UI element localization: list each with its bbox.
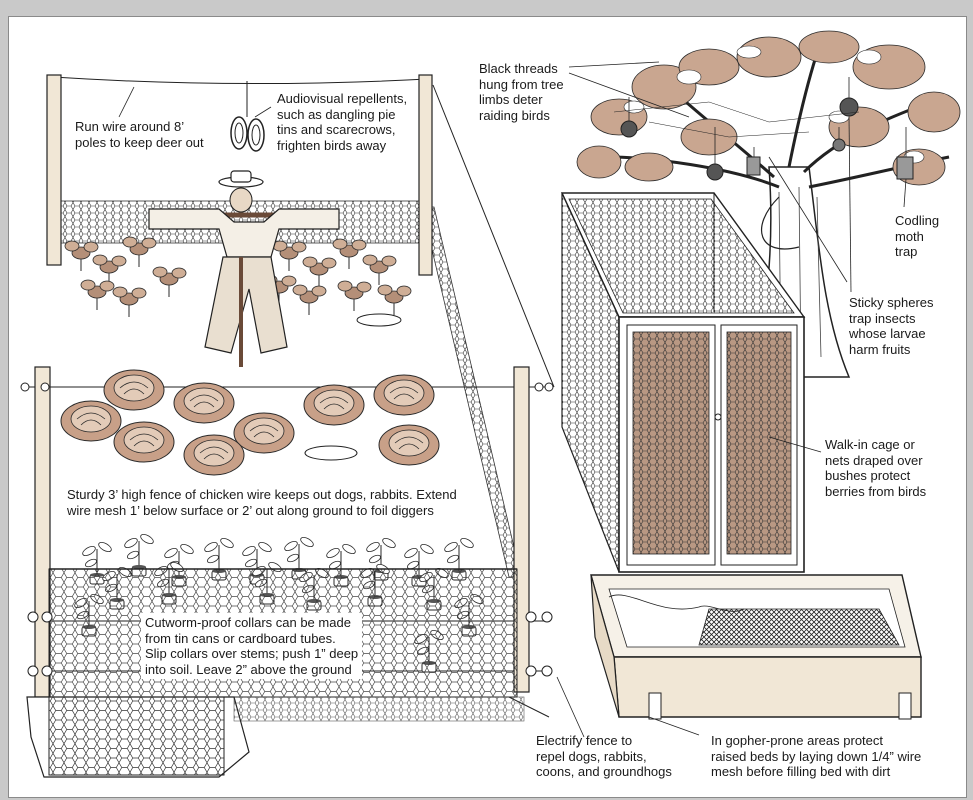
- buried-mesh: [48, 696, 225, 776]
- raised-bed: [590, 574, 922, 720]
- label-audiovisual-repellents: Audiovisual repellents, such as dangling…: [277, 91, 408, 153]
- front-right-post: [513, 366, 530, 693]
- ground-mesh-apron: [233, 696, 525, 722]
- label-sturdy-fence: Sturdy 3’ high fence of chicken wire kee…: [63, 485, 461, 520]
- label-cutworm-collars: Cutworm-proof collars can be made from t…: [141, 613, 363, 679]
- front-left-post: [34, 366, 51, 698]
- deer-wire-side: [432, 84, 555, 388]
- label-sticky-spheres: Sticky spheres trap insects whose larvae…: [849, 295, 934, 357]
- scarecrow: [148, 170, 340, 367]
- label-walk-in-cage: Walk-in cage or nets draped over bushes …: [825, 437, 927, 499]
- pie-tin: [356, 313, 402, 327]
- back-right-post: [418, 74, 433, 276]
- label-gopher-mesh: In gopher-prone areas protect raised bed…: [711, 733, 922, 779]
- cabbage-row: [60, 369, 440, 476]
- label-electrify-fence: Electrify fence to repel dogs, rabbits, …: [536, 733, 672, 779]
- back-left-post: [46, 74, 62, 266]
- codling-moth-trap: [746, 127, 914, 180]
- deer-wire: [52, 76, 428, 85]
- label-run-wire: Run wire around 8’ poles to keep deer ou…: [75, 119, 204, 150]
- dangling-pie-tins: [230, 81, 265, 152]
- walk-in-cage: [560, 192, 806, 573]
- sticky-spheres: [620, 77, 859, 181]
- illustration-frame: Run wire around 8’ poles to keep deer ou…: [8, 16, 967, 798]
- leader-lines: [118, 61, 907, 738]
- label-codling-moth-trap: Codling moth trap: [895, 213, 940, 259]
- label-black-threads: Black threads hung from tree limbs deter…: [479, 61, 564, 123]
- fence-insulators: [27, 611, 553, 677]
